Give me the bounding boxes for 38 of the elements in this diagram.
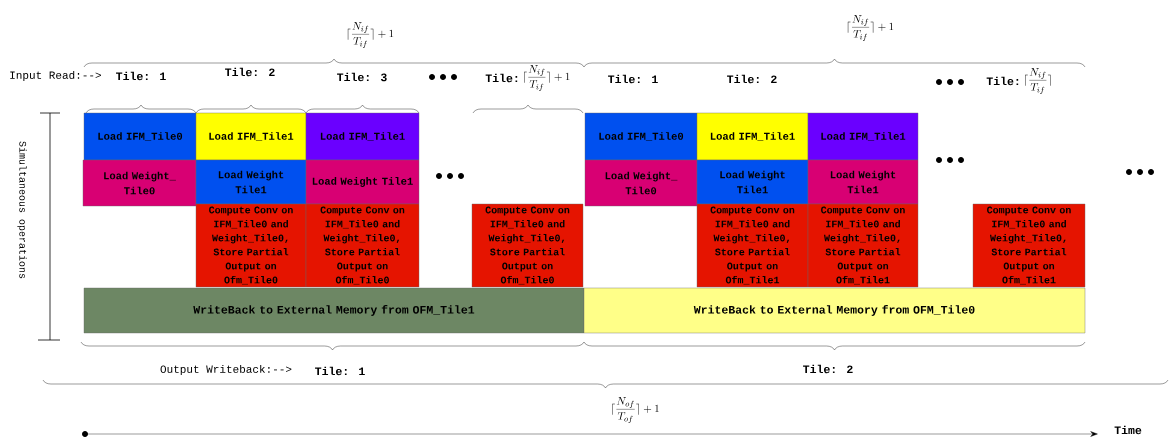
load-box: Load IFM_Tile1 [195, 112, 307, 161]
tile-label: Tile: 3 [337, 72, 387, 82]
compute-box: Compute Conv on IFM_Tile0 and Weight_Tile0, Store Partial Output on Ofm_Tile0 [471, 203, 584, 288]
tile-label: Tile: 2 [727, 74, 777, 84]
formula-label: $\lceil\frac{N_{if}}{T_{if}}\rceil+1$ [347, 22, 394, 48]
row-label: Output Writeback:--> [160, 364, 292, 376]
writeback-bar: WriteBack to External Memory from OFM_Tile0 [583, 287, 1086, 334]
tile-label: Tile: 1 [315, 366, 365, 376]
tile-label: Tile: 2 [803, 364, 853, 374]
load-box: Load Weight Tile1 [195, 159, 307, 205]
load-box: Load Weight Tile1 [305, 159, 420, 205]
row-label: Input Read:--> [10, 70, 101, 82]
load-box: Load IFM_Tile1 [305, 112, 420, 161]
load-box: Load Weight Tile1 [807, 159, 919, 205]
load-box: Load IFM_Tile0 [83, 112, 197, 161]
tile-label: Tile: 1 [116, 71, 166, 81]
load-box: Load Weight_ Tile0 [584, 159, 698, 207]
writeback-bar: WriteBack to External Memory from OFM_Tile1 [83, 287, 585, 334]
axis-label: Simultaneous operations [17, 141, 27, 279]
load-box: Load IFM_Tile0 [584, 112, 698, 161]
compute-box: Compute Conv on IFM_Tile0 and Weight_Tile0, Store Partial Output on Ofm_Tile1 [972, 203, 1086, 288]
compute-box: Compute Conv on IFM_Tile0 and Weight_Tile0, Store Partial Output on Ofm_Tile1 [807, 203, 919, 288]
load-box: Load Weight_ Tile0 [82, 159, 197, 207]
tile-label: Tile: [986, 76, 1019, 86]
formula-label: $\lceil\frac{N_{if}}{T_{if}}\rceil+1$ [847, 15, 894, 41]
formula-label: $\lceil\frac{N_{if}}{T_{if}}\rceil$ [1025, 68, 1051, 94]
load-box: Load IFM_Tile1 [696, 112, 809, 161]
formula-label: $\lceil\frac{N_{if}}{T_{if}}\rceil+1$ [524, 65, 570, 91]
compute-box: Compute Conv on IFM_Tile0 and Weight_Tile0, Store Partial Output on Ofm_Tile0 [305, 203, 420, 288]
tile-label: Tile: 1 [608, 74, 658, 84]
compute-box: Compute Conv on IFM_Tile0 and Weight_Tile0, Store Partial Output on Ofm_Tile1 [696, 203, 809, 288]
tile-label: Time [1114, 425, 1142, 435]
tile-label: Tile: 2 [225, 67, 275, 77]
tile-label: Tile: [485, 73, 518, 83]
compute-box: Compute Conv on IFM_Tile0 and Weight_Tile0, Store Partial Output on Ofm_Tile0 [195, 203, 307, 288]
formula-label: $\lceil\frac{N_{of}}{T_{of}}\rceil+1$ [612, 397, 659, 423]
load-box: Load IFM_Tile1 [807, 112, 919, 161]
load-box: Load Weight Tile1 [696, 159, 809, 205]
